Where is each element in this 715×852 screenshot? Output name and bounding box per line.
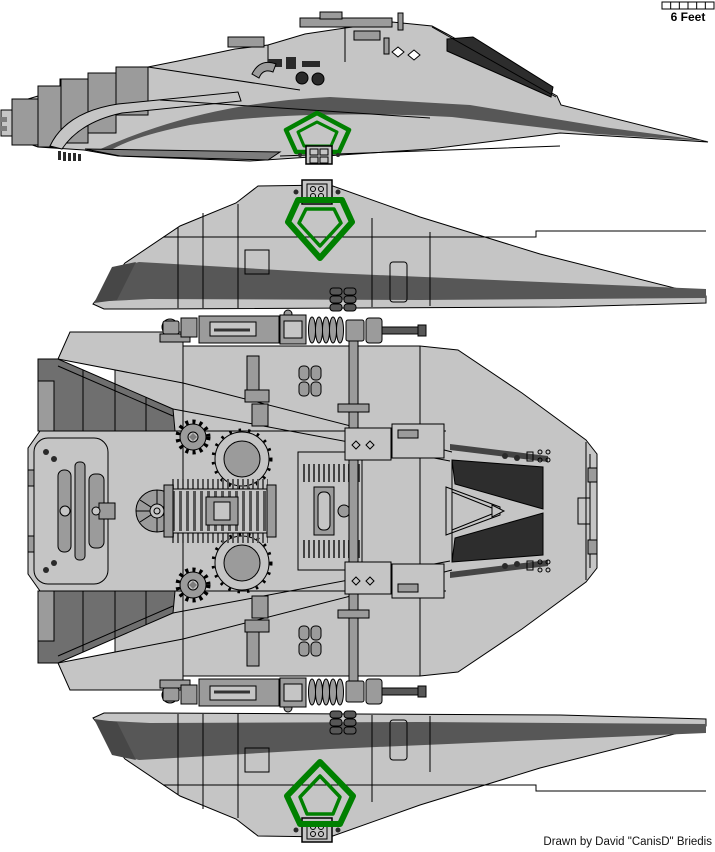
- cockpit-visor: [445, 444, 548, 578]
- spine-shaft: [348, 332, 359, 690]
- plan-view: [27, 309, 598, 714]
- credit-text: Drawn by David "CanisD" Briedis: [543, 836, 712, 848]
- gun-assembly-lower: [158, 676, 428, 714]
- wing-top-panel-lines: [163, 204, 706, 308]
- wing-bottom-view: [92, 710, 707, 843]
- antenna: [397, 12, 404, 31]
- elbow-pipe-upper: [244, 355, 270, 427]
- dorsal-spine: [299, 17, 393, 28]
- wing-top-view: [92, 179, 707, 312]
- terrace-block: [87, 72, 117, 134]
- turbine-lower: [211, 532, 273, 594]
- canopy-window: [446, 36, 554, 98]
- green-insignia-wing-bottom: [284, 759, 356, 827]
- capsule-vents: [298, 365, 322, 657]
- wing-bottom-dark-stripe: [98, 721, 706, 760]
- nose-face: [577, 442, 598, 580]
- engine-wedge-block-lower: [37, 590, 176, 664]
- gun-assembly-upper: [159, 309, 427, 345]
- vent-capsules: [329, 287, 357, 312]
- wing-top-dark-stripe: [98, 262, 706, 301]
- scale-bar-label: 6 Feet: [671, 10, 706, 24]
- intake-collar: [49, 91, 242, 150]
- gear-upper: [175, 419, 211, 455]
- scale-bar: 6 Feet: [661, 1, 715, 24]
- underside-teeth: [58, 151, 81, 161]
- engine-exhaust-cone: [0, 109, 13, 137]
- horn-pipe: [251, 61, 277, 79]
- engine-wedge-block-upper: [37, 358, 176, 432]
- rear-pod: [27, 437, 116, 585]
- side-panel-lines: [147, 26, 561, 157]
- wing-bottom-panel-lines: [163, 714, 706, 818]
- visor-glyphs: [502, 449, 551, 573]
- port-light: [311, 72, 325, 86]
- vent-diamond: [391, 46, 405, 58]
- green-insignia-wing-top: [285, 197, 355, 261]
- radiator-core: [163, 479, 277, 543]
- underside-plate: [84, 148, 282, 161]
- engine-exhaust-cone: [11, 98, 39, 146]
- hatch-rect: [389, 719, 408, 761]
- side-profile-view: [0, 11, 709, 165]
- hatch-rect: [389, 261, 408, 303]
- hatch-square: [244, 249, 270, 275]
- wingtip-dark-wedge: [94, 719, 136, 760]
- access-plate-side: [298, 145, 340, 165]
- elbow-pipe-lower: [244, 595, 270, 667]
- gear-lower: [175, 567, 211, 603]
- equipment-boxes: [344, 423, 445, 599]
- wingtip-dark-wedge: [94, 262, 136, 303]
- side-dark-stripe: [96, 97, 708, 152]
- port-light: [295, 71, 309, 85]
- turbine-upper: [211, 428, 273, 490]
- scale-bar-segments: [670, 2, 706, 9]
- vent-capsules: [329, 710, 357, 735]
- hatch-square: [244, 747, 270, 773]
- vent-diamond: [407, 49, 421, 61]
